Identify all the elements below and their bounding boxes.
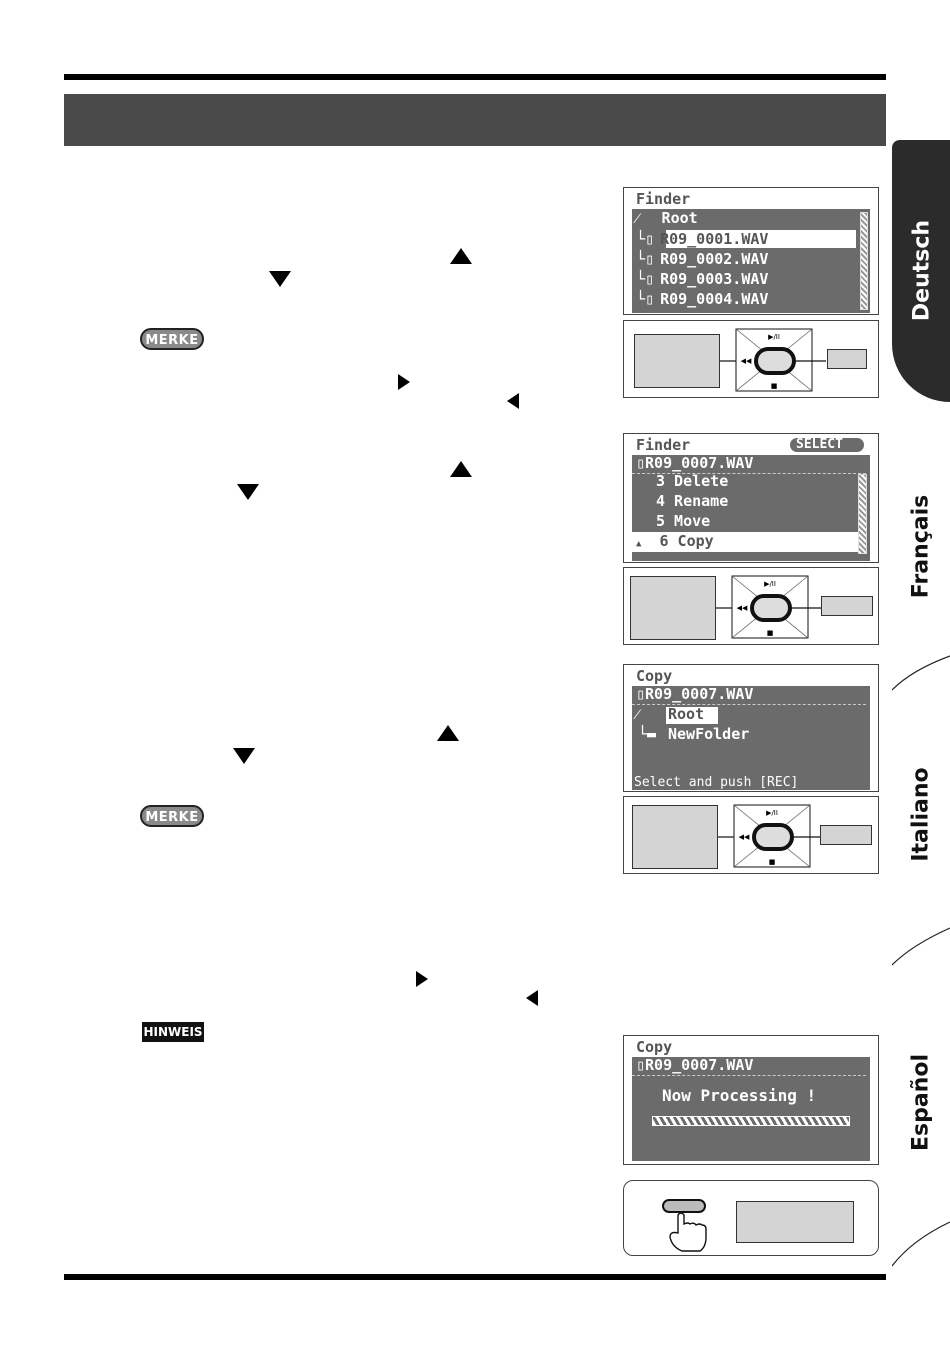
- finder-row: └▯R09_0004.WAV: [636, 290, 769, 308]
- folder-new[interactable]: NewFolder: [668, 725, 750, 743]
- display-placeholder: [630, 576, 716, 640]
- right-arrow-icon: [398, 374, 410, 390]
- finder-row: └▯R09_0001.WAV: [636, 230, 769, 248]
- tab-deutsch-label: Deutsch: [909, 219, 935, 322]
- selection-highlight: [666, 230, 856, 248]
- top-rule: [64, 74, 886, 80]
- slash-icon: ⁄: [636, 705, 639, 723]
- up-arrow-icon: [437, 725, 459, 741]
- screen-title: Finder: [636, 436, 691, 454]
- tab-italiano-label: Italiano: [908, 767, 934, 862]
- tab-francais-label: Français: [908, 494, 934, 599]
- bottom-rule: [64, 1274, 886, 1280]
- select-tag: [790, 438, 864, 452]
- progress-bar: [652, 1116, 850, 1126]
- display-placeholder: [634, 334, 720, 388]
- screen-footer: Select and push [REC]: [634, 775, 799, 790]
- svg-text:◀◀: ◀◀: [737, 604, 748, 612]
- processing-message: Now Processing !: [662, 1086, 817, 1105]
- merke-badge: MERKE: [140, 328, 204, 350]
- folder-root[interactable]: Root: [668, 705, 705, 723]
- menu-item-rename[interactable]: 4 Rename: [656, 492, 729, 510]
- selection-highlight: [666, 707, 718, 724]
- down-arrow-icon: [237, 484, 259, 500]
- lcd-screen-copy: Copy ▯R09_0007.WAV ⁄ Root └▬ NewFolder S…: [623, 664, 879, 792]
- lcd-screen-processing: Copy ▯R09_0007.WAV Now Processing !: [623, 1035, 879, 1165]
- svg-text:▶/II: ▶/II: [766, 809, 778, 817]
- left-arrow-icon: [507, 393, 519, 409]
- hinweis-badge: HINWEIS: [142, 1022, 204, 1042]
- folder-icon: └▬: [638, 725, 657, 743]
- screen-title: Finder: [636, 190, 691, 208]
- finder-row: └▯R09_0003.WAV: [636, 270, 769, 288]
- dpad-icon[interactable]: ▶/II ◀◀ ■: [718, 325, 828, 395]
- button-label-placeholder: [821, 596, 873, 616]
- selection-highlight: [632, 532, 858, 552]
- control-panel: ▶/II ◀◀ ■: [623, 567, 879, 645]
- control-panel: ▶/II ◀◀ ■: [623, 796, 879, 874]
- tab-francais[interactable]: Français: [892, 410, 950, 680]
- svg-text:■: ■: [771, 382, 778, 390]
- button-label-placeholder: [820, 825, 872, 845]
- section-banner: [64, 94, 886, 146]
- rec-button-panel: [623, 1180, 879, 1256]
- tab-dividers: [892, 655, 950, 1267]
- left-arrow-icon: [526, 990, 538, 1006]
- finder-row: └▯R09_0002.WAV: [636, 250, 769, 268]
- lcd-screen-finder-select: Finder SELECT ▯R09_0007.WAV 3 Delete 4 R…: [623, 433, 879, 563]
- up-arrow-icon: [450, 248, 472, 264]
- file-name: ▯R09_0007.WAV: [636, 685, 754, 703]
- finger-press-icon[interactable]: [660, 1195, 712, 1253]
- merke-badge: MERKE: [140, 805, 204, 827]
- svg-text:▶/II: ▶/II: [764, 580, 776, 588]
- down-arrow-icon: [233, 748, 255, 764]
- right-arrow-icon: [416, 971, 428, 987]
- scrollbar[interactable]: [858, 474, 867, 554]
- display-placeholder: [736, 1201, 854, 1243]
- tab-italiano[interactable]: Italiano: [892, 690, 950, 960]
- file-name: ▯R09_0007.WAV: [636, 454, 754, 472]
- select-tag-label: SELECT: [796, 437, 843, 452]
- dpad-icon[interactable]: ▶/II ◀◀ ■: [714, 572, 824, 642]
- tab-espanol[interactable]: Español: [892, 970, 950, 1270]
- svg-text:◀◀: ◀◀: [741, 357, 752, 365]
- dpad-icon[interactable]: ▶/II ◀◀ ■: [716, 801, 826, 871]
- finder-row: ⁄ Root: [636, 209, 698, 227]
- down-arrow-icon: [269, 271, 291, 287]
- lcd-screen-finder: Finder ⁄ Root └▯R09_0001.WAV └▯R09_0002.…: [623, 187, 879, 315]
- scrollbar[interactable]: [860, 212, 868, 310]
- up-arrow-icon: [450, 461, 472, 477]
- button-label-placeholder: [827, 349, 867, 369]
- svg-text:■: ■: [769, 858, 776, 866]
- control-panel: ▶/II ◀◀ ■: [623, 320, 879, 398]
- tab-espanol-label: Español: [908, 1053, 934, 1152]
- menu-item-copy[interactable]: ▲ 6 Copy: [636, 532, 714, 550]
- display-placeholder: [632, 805, 718, 869]
- screen-title: Copy: [636, 1038, 673, 1056]
- menu-item-move[interactable]: 5 Move: [656, 512, 711, 530]
- svg-text:▶/II: ▶/II: [768, 333, 780, 341]
- screen-title: Copy: [636, 667, 673, 685]
- svg-text:◀◀: ◀◀: [739, 833, 750, 841]
- svg-text:■: ■: [767, 629, 774, 637]
- menu-item-delete[interactable]: 3 Delete: [656, 472, 729, 490]
- file-name: ▯R09_0007.WAV: [636, 1056, 754, 1074]
- tab-deutsch[interactable]: Deutsch: [892, 140, 950, 402]
